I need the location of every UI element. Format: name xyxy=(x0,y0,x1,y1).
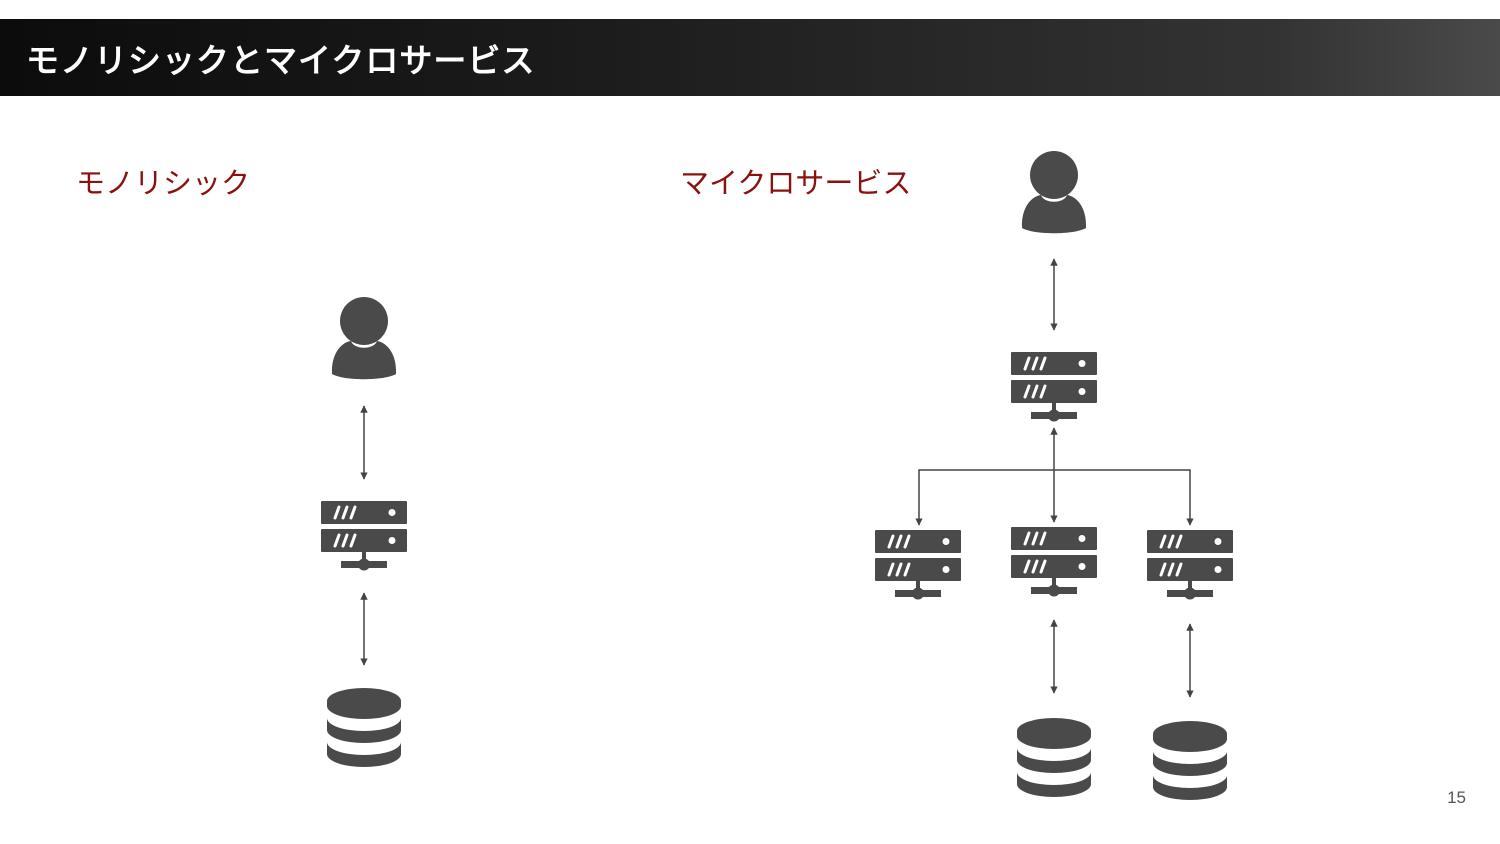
microservices-diagram xyxy=(873,151,1235,800)
server-icon xyxy=(1145,528,1235,601)
server-icon xyxy=(319,499,409,572)
monolith-diagram xyxy=(319,297,409,767)
server-icon xyxy=(1009,525,1099,598)
database-icon xyxy=(327,688,401,767)
server-icon xyxy=(1009,350,1099,423)
database-icon xyxy=(1017,718,1091,797)
microservices-label: マイクロサービス xyxy=(680,166,912,200)
user-icon xyxy=(331,297,397,380)
slide-title: モノリシックとマイクロサービス xyxy=(26,41,536,80)
title-bar: モノリシックとマイクロサービス xyxy=(0,19,1500,96)
user-icon xyxy=(1021,151,1087,234)
monolith-label: モノリシック xyxy=(76,166,251,200)
gateway-branch-connector xyxy=(915,469,1194,526)
database-icon xyxy=(1153,721,1227,800)
server-icon xyxy=(873,528,963,601)
page-number: 15 xyxy=(1447,788,1466,807)
